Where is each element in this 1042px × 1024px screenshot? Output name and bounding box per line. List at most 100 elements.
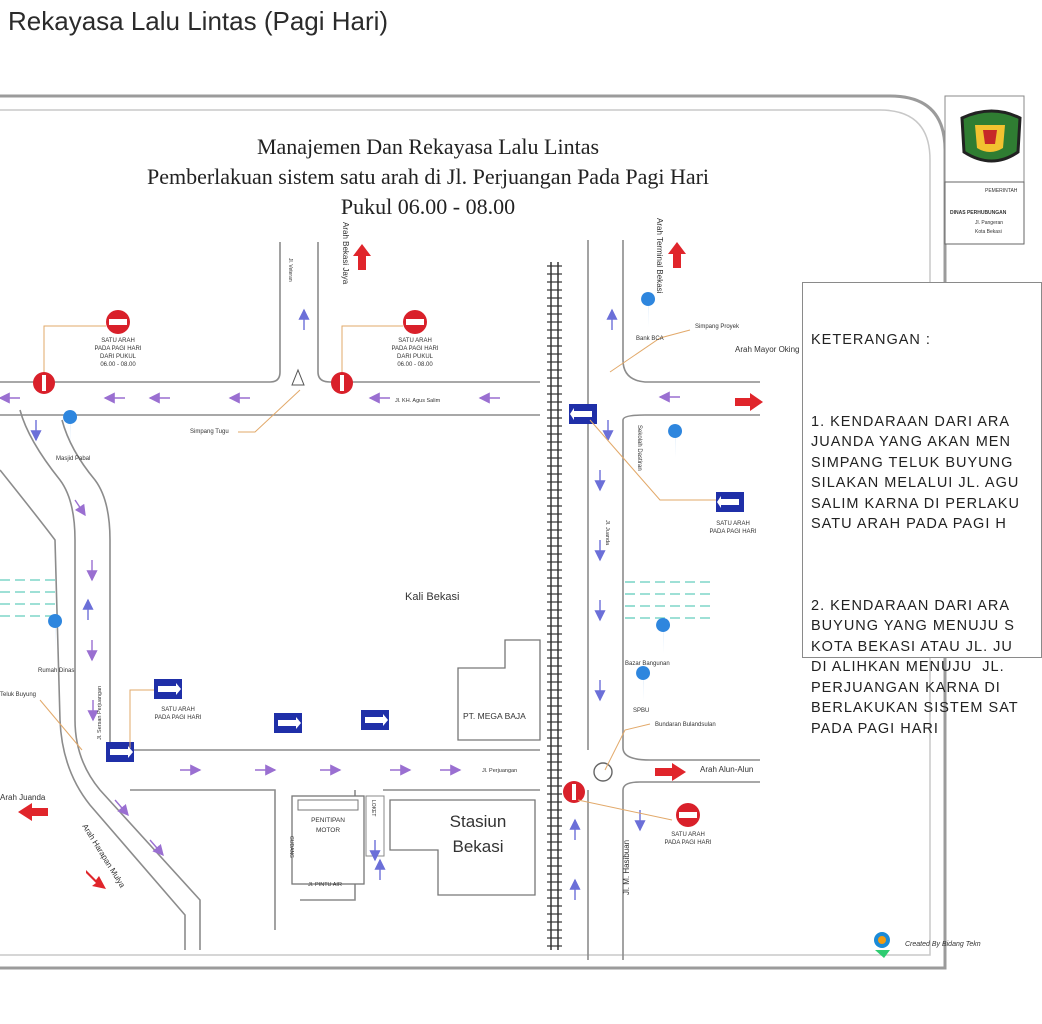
svg-text:SATU ARAH: SATU ARAH bbox=[161, 707, 195, 713]
svg-text:PT. MEGA BAJA: PT. MEGA BAJA bbox=[463, 711, 526, 721]
office-header: PEMERINTAH DINAS PERHUBUNGAN Jl. Pangera… bbox=[944, 181, 1025, 245]
arrow-up-bekasi-jaya bbox=[353, 244, 371, 270]
traffic-flow-arrow bbox=[149, 839, 164, 857]
map-pins bbox=[48, 292, 683, 702]
svg-text:PENITIPAN: PENITIPAN bbox=[311, 817, 345, 824]
arrow-right-mayor-oking bbox=[735, 393, 763, 411]
traffic-flow-arrow bbox=[74, 499, 86, 517]
legend-keterangan: KETERANGAN : 1. KENDARAAN DARI ARA JUAND… bbox=[802, 282, 1042, 737]
label-loket: LOKET bbox=[370, 800, 376, 816]
svg-text:PADA PAGI HARI: PADA PAGI HARI bbox=[709, 529, 756, 535]
arrow-down-harapan-mulya bbox=[86, 870, 106, 889]
svg-text:DARI PUKUL: DARI PUKUL bbox=[100, 354, 137, 360]
label-jl-veteran: Jl. Veteran bbox=[287, 258, 293, 282]
svg-text:PADA PAGI HARI: PADA PAGI HARI bbox=[391, 346, 438, 352]
label-simpang-proyek: Simpang Proyek bbox=[695, 324, 740, 330]
svg-text:Bekasi: Bekasi bbox=[452, 837, 503, 856]
label-jl-agus-salim: Jl. KH. Agus Salim bbox=[395, 398, 441, 404]
direction-arrows bbox=[18, 242, 763, 889]
building-pt-mega-baja: PT. MEGA BAJA bbox=[457, 639, 541, 741]
svg-text:Stasiun: Stasiun bbox=[450, 812, 507, 831]
one-way-sign-left bbox=[569, 404, 597, 424]
map-heading-2: Pemberlakuan sistem satu arah di Jl. Per… bbox=[147, 164, 709, 189]
label-masjid: Masjid Pabal bbox=[56, 456, 90, 462]
roundabout bbox=[593, 762, 613, 782]
svg-text:Kota Bekasi: Kota Bekasi bbox=[975, 229, 1002, 235]
label-arah-alun-alun: Arah Alun-Alun bbox=[700, 765, 753, 774]
label-sekolah: Sekolah Dastiran bbox=[636, 425, 642, 471]
no-entry-marker-rail bbox=[563, 781, 585, 803]
label-rumah-dinas: Rumah Dinas bbox=[38, 668, 74, 674]
one-way-sign-right-2 bbox=[274, 713, 302, 733]
svg-text:PADA PAGI HARI: PADA PAGI HARI bbox=[664, 840, 711, 846]
svg-text:SATU ARAH: SATU ARAH bbox=[716, 521, 750, 527]
railway-ties bbox=[547, 265, 562, 947]
one-way-sign-right-4 bbox=[106, 742, 134, 762]
label-teluk-buyung: Teluk Buyung bbox=[0, 692, 36, 698]
pin-bazar bbox=[656, 618, 671, 654]
pin-rumah-dinas bbox=[48, 614, 63, 650]
label-jl-juanda-v: Jl. Juanda bbox=[604, 520, 610, 546]
label-kali-bekasi: Kali Bekasi bbox=[405, 591, 459, 603]
label-bank-bca: Bank BCA bbox=[636, 336, 664, 342]
one-way-sign-sekolah: SATU ARAH PADA PAGI HARI bbox=[709, 492, 757, 535]
svg-text:Jl. Pangeran: Jl. Pangeran bbox=[975, 220, 1003, 226]
arrow-right-alun-alun bbox=[655, 763, 686, 781]
label-arah-bekasi-jaya: Arah Bekasi Jaya bbox=[341, 222, 350, 285]
building-penitipan-motor: PENITIPAN MOTOR bbox=[291, 795, 365, 885]
tugu-monument bbox=[291, 368, 305, 386]
label-arah-terminal: Arah Terminal Bekasi bbox=[655, 218, 664, 294]
label-jl-sersan: Jl. Sersan Perjuangan bbox=[97, 686, 103, 740]
svg-text:DINAS PERHUBUNGAN: DINAS PERHUBUNGAN bbox=[950, 210, 1007, 216]
label-jl-hasibuan: Jl. M. Hasibuan bbox=[622, 840, 631, 895]
pin-sekolah bbox=[668, 424, 683, 458]
traffic-flow-arrows bbox=[0, 308, 680, 900]
roads bbox=[0, 240, 760, 960]
one-way-sign-right-1: SATU ARAH PADA PAGI HARI bbox=[154, 679, 202, 721]
label-jl-pintu-air: Jl. PINTU AIR bbox=[308, 882, 342, 888]
pin-spbu bbox=[636, 666, 651, 702]
legend-item-1: 1. KENDARAAN DARI ARA JUANDA YANG AKAN M… bbox=[811, 413, 1020, 533]
label-gudang: GUDANG bbox=[288, 836, 294, 858]
one-way-sign-right-3 bbox=[361, 710, 389, 730]
no-entry-sign-2: SATU ARAH PADA PAGI HARI DARI PUKUL 06.0… bbox=[391, 310, 439, 368]
label-arah-mayor-oking: Arah Mayor Oking bbox=[735, 345, 799, 354]
arrow-left-juanda bbox=[18, 803, 48, 821]
svg-text:PADA PAGI HARI: PADA PAGI HARI bbox=[154, 715, 201, 721]
pin-bank-bca bbox=[641, 292, 656, 328]
svg-text:MOTOR: MOTOR bbox=[316, 827, 340, 834]
svg-text:SATU ARAH: SATU ARAH bbox=[671, 832, 705, 838]
label-bazar: Bazar Bangunan bbox=[625, 661, 670, 667]
label-spbu: SPBU bbox=[633, 708, 649, 714]
arrow-up-terminal bbox=[668, 242, 686, 268]
svg-text:PEMERINTAH: PEMERINTAH bbox=[985, 188, 1018, 194]
no-entry-sign-bottom: SATU ARAH PADA PAGI HARI bbox=[664, 803, 712, 846]
svg-text:DARI PUKUL: DARI PUKUL bbox=[397, 354, 434, 360]
river-waves bbox=[0, 579, 715, 619]
no-entry-marker-left bbox=[33, 372, 55, 394]
label-bundaran: Bundaran Bulandsulan bbox=[655, 722, 716, 728]
government-logo bbox=[944, 95, 1025, 183]
legend-item-2: 2. KENDARAAN DARI ARA BUYUNG YANG MENUJU… bbox=[811, 597, 1019, 737]
callout-lines bbox=[39, 325, 716, 821]
svg-text:SATU ARAH: SATU ARAH bbox=[398, 338, 432, 344]
label-simpang-tugu: Simpang Tugu bbox=[190, 429, 229, 435]
pin-masjid bbox=[63, 410, 78, 446]
traffic-map: PEMERINTAH DINAS PERHUBUNGAN Jl. Pangera… bbox=[0, 92, 1042, 972]
legend-title: KETERANGAN : bbox=[811, 332, 931, 348]
svg-text:06.00 - 08.00: 06.00 - 08.00 bbox=[397, 362, 433, 368]
no-entry-sign-1: SATU ARAH PADA PAGI HARI DARI PUKUL 06.0… bbox=[94, 310, 142, 368]
label-arah-juanda: Arah Juanda bbox=[0, 793, 46, 802]
svg-text:06.00 - 08.00: 06.00 - 08.00 bbox=[100, 362, 136, 368]
svg-text:Created By Bidang Tekn: Created By Bidang Tekn bbox=[905, 941, 981, 948]
no-entry-marker-tugu bbox=[331, 372, 353, 394]
railway bbox=[550, 262, 559, 950]
label-arah-harapan: Arah Harapan Mulya bbox=[80, 822, 127, 889]
credit-footer: Created By Bidang Tekn bbox=[874, 932, 981, 958]
page-title: Rekayasa Lalu Lintas (Pagi Hari) bbox=[8, 6, 389, 36]
map-heading-3: Pukul 06.00 - 08.00 bbox=[341, 194, 515, 219]
traffic-flow-arrow bbox=[114, 799, 129, 817]
map-heading-1: Manajemen Dan Rekayasa Lalu Lintas bbox=[257, 134, 599, 159]
svg-text:PADA PAGI HARI: PADA PAGI HARI bbox=[94, 346, 141, 352]
svg-text:SATU ARAH: SATU ARAH bbox=[101, 338, 135, 344]
